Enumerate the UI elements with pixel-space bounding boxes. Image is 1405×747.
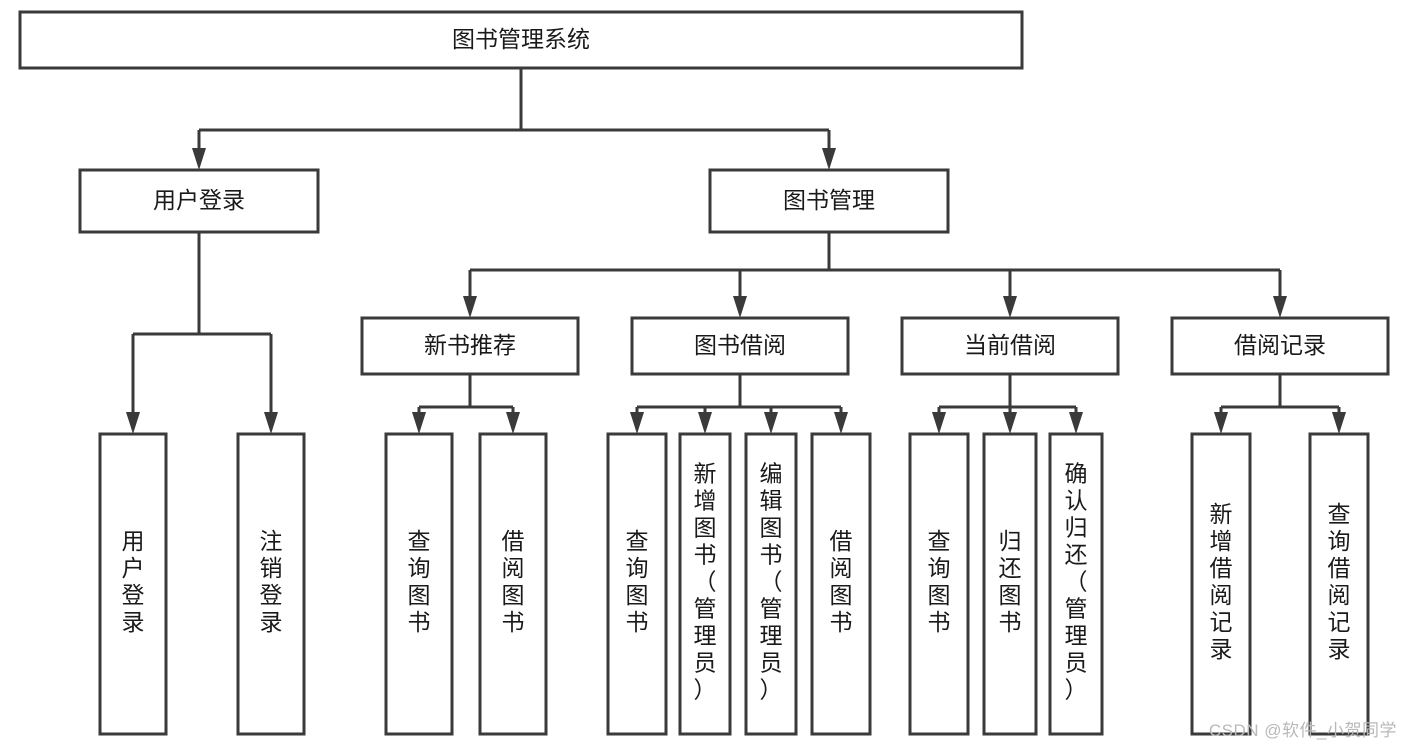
flow-node-book-manage[interactable]: 图书管理 xyxy=(708,168,950,234)
flow-node-nbr-query-book[interactable]: 查询图书 xyxy=(384,432,454,736)
connectors-layer xyxy=(126,68,1346,434)
node-box xyxy=(18,10,1024,70)
node-label: 归还图书 xyxy=(999,528,1022,635)
nodes-layer: 图书管理系统用户登录用户登录注销登录图书管理新书推荐查询图书借阅图书图书借阅查询… xyxy=(18,10,1390,736)
node-box xyxy=(900,316,1120,376)
node-box xyxy=(744,432,798,736)
node-box xyxy=(810,432,872,736)
node-label: 当前借阅 xyxy=(964,332,1056,358)
node-box xyxy=(1048,432,1104,736)
node-box xyxy=(982,432,1038,736)
flow-node-current-borrow[interactable]: 当前借阅 xyxy=(900,316,1120,376)
flow-node-leaf-user-login[interactable]: 用户登录 xyxy=(98,432,168,736)
flow-node-book-borrow[interactable]: 图书借阅 xyxy=(630,316,850,376)
flow-node-br-add-record[interactable]: 新增借阅记录 xyxy=(1190,432,1252,736)
node-label: 借阅图书 xyxy=(502,528,525,635)
flow-node-new-book-rec[interactable]: 新书推荐 xyxy=(360,316,580,376)
node-box xyxy=(236,432,306,736)
flow-node-borrow-record[interactable]: 借阅记录 xyxy=(1170,316,1390,376)
flow-node-cb-query-book[interactable]: 查询图书 xyxy=(908,432,970,736)
node-box xyxy=(708,168,950,234)
flow-node-cb-confirm-return[interactable]: 确认归还（管理员） xyxy=(1048,432,1104,736)
node-label: 图书管理系统 xyxy=(452,26,590,52)
node-box xyxy=(1190,432,1252,736)
node-label: 用户登录 xyxy=(122,528,145,635)
node-box xyxy=(1170,316,1390,376)
node-label: 借阅图书 xyxy=(830,528,853,635)
flow-node-cb-return-book[interactable]: 归还图书 xyxy=(982,432,1038,736)
flow-node-bb-add-book[interactable]: 新增图书（管理员） xyxy=(678,432,732,736)
node-label: 新增图书（管理员） xyxy=(694,460,717,702)
node-box xyxy=(384,432,454,736)
node-box xyxy=(78,168,320,234)
node-box xyxy=(478,432,548,736)
node-label: 新增借阅记录 xyxy=(1210,501,1233,662)
flow-node-bb-query-book[interactable]: 查询图书 xyxy=(606,432,668,736)
flow-node-nbr-borrow-book[interactable]: 借阅图书 xyxy=(478,432,548,736)
node-box xyxy=(908,432,970,736)
node-label: 查询借阅记录 xyxy=(1328,501,1351,662)
node-box xyxy=(360,316,580,376)
node-box xyxy=(630,316,850,376)
node-box xyxy=(606,432,668,736)
node-label: 借阅记录 xyxy=(1234,332,1326,358)
node-label: 注销登录 xyxy=(260,528,283,635)
flow-node-user-login[interactable]: 用户登录 xyxy=(78,168,320,234)
flow-node-leaf-user-logout[interactable]: 注销登录 xyxy=(236,432,306,736)
flow-node-bb-borrow-book[interactable]: 借阅图书 xyxy=(810,432,872,736)
node-label: 查询图书 xyxy=(928,528,951,635)
node-label: 图书借阅 xyxy=(694,332,786,358)
flow-node-root[interactable]: 图书管理系统 xyxy=(18,10,1024,70)
node-label: 查询图书 xyxy=(626,528,649,635)
node-label: 新书推荐 xyxy=(424,332,516,358)
node-label: 图书管理 xyxy=(783,187,875,213)
node-label: 编辑图书（管理员） xyxy=(760,460,783,702)
flow-node-bb-edit-book[interactable]: 编辑图书（管理员） xyxy=(744,432,798,736)
node-box xyxy=(98,432,168,736)
node-box xyxy=(1308,432,1370,736)
flow-node-br-query-record[interactable]: 查询借阅记录 xyxy=(1308,432,1370,736)
node-label: 查询图书 xyxy=(408,528,431,635)
node-label: 用户登录 xyxy=(153,187,245,213)
node-box xyxy=(678,432,732,736)
node-label: 确认归还（管理员） xyxy=(1065,460,1088,702)
csdn-watermark: CSDN @软件_小贺同学 xyxy=(1208,721,1397,740)
